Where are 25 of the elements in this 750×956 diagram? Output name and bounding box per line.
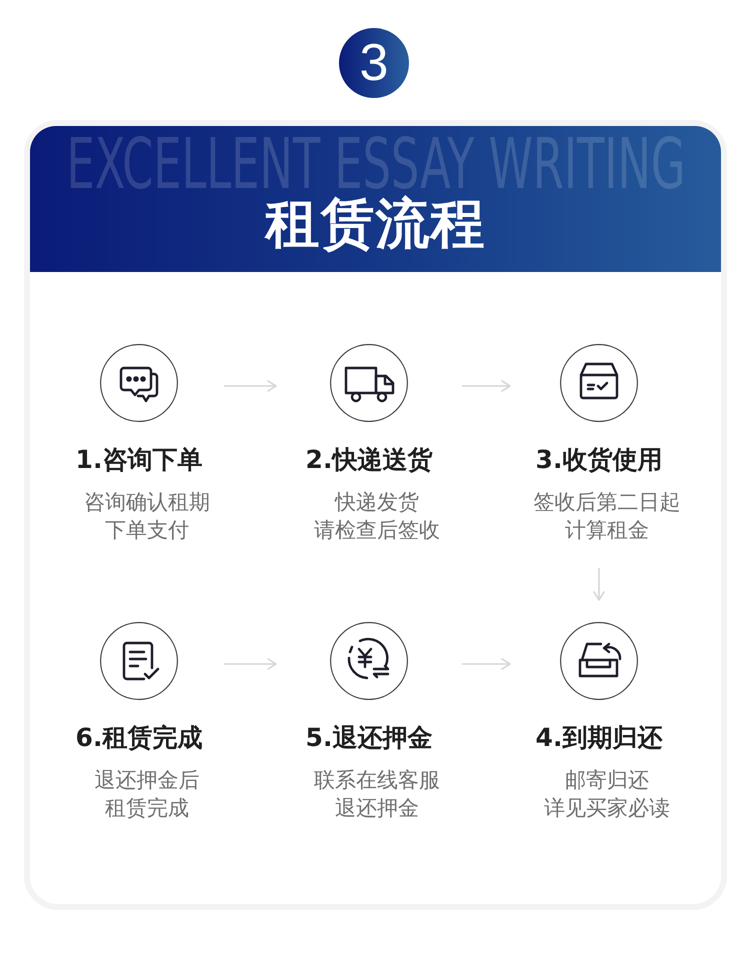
step-description: 咨询确认租期 [84,489,210,516]
arrow [224,380,277,392]
step-description: 退还押金 [335,795,419,822]
step-description: 退还押金后 [94,767,200,794]
step-title: 4.到期归还 [536,723,662,753]
banner-title: 租赁流程 [266,197,486,251]
step-title: 1.咨询下单 [76,445,202,475]
step-title: 2.快递送货 [306,445,432,475]
arrow [462,658,511,670]
arrow [593,568,605,601]
number-circle: 3 [339,28,409,98]
step-description: 详见买家必读 [544,795,670,822]
step-description: 计算租金 [565,517,649,544]
step-title: 3.收货使用 [536,445,662,475]
step-description: 快递发货 [335,489,419,516]
step-description: 邮寄归还 [565,767,649,794]
step-description: 租赁完成 [105,795,189,822]
step-description: 下单支付 [105,517,189,544]
step-title: 5.退还押金 [306,723,432,753]
step-description: 请检查后签收 [314,517,440,544]
arrow [462,380,511,392]
step-title: 6.租赁完成 [76,723,202,753]
arrow [224,658,277,670]
step-description: 签收后第二日起 [534,489,680,516]
step-description: 联系在线客服 [314,767,440,794]
